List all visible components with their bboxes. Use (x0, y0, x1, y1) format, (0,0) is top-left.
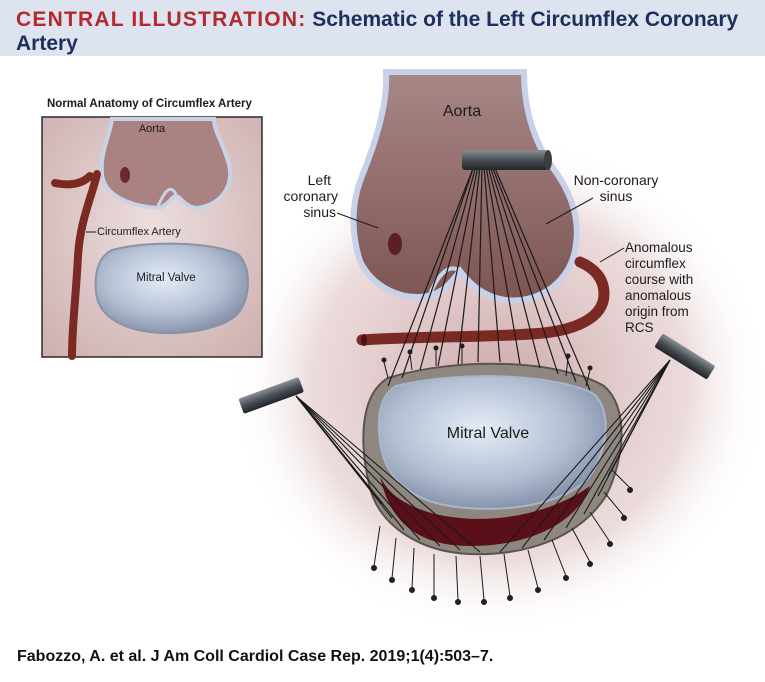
svg-text:Anomalous: Anomalous (625, 240, 693, 255)
suture-needles (371, 343, 633, 605)
aorta-body (350, 69, 580, 304)
left-coronary-ostium (388, 233, 402, 255)
top-retractor (462, 150, 552, 170)
header-text: CENTRAL ILLUSTRATION: Schematic of the L… (16, 8, 756, 56)
illustration-label: CENTRAL ILLUSTRATION: (16, 8, 307, 31)
schematic-figure: Normal Anatomy of Circumflex Artery Aort… (41, 69, 765, 636)
citation: Fabozzo, A. et al. J Am Coll Cardiol Cas… (17, 648, 494, 665)
normal-anatomy-inset: Normal Anatomy of Circumflex Artery Aort… (41, 98, 263, 360)
main-aorta: Aorta (350, 69, 580, 304)
inset-mitral-label: Mitral Valve (136, 272, 195, 284)
svg-text:RCS: RCS (625, 320, 654, 335)
svg-text:course with: course with (625, 272, 693, 287)
svg-text:coronary: coronary (284, 188, 338, 204)
svg-text:sinus: sinus (600, 188, 633, 204)
right-retractor (655, 334, 715, 379)
inset-title: Normal Anatomy of Circumflex Artery (47, 98, 253, 110)
illustration-title: Schematic of the Left Circumflex Coronar… (16, 8, 739, 55)
anterior-leaflet (377, 375, 607, 510)
main-mitral-label: Mitral Valve (447, 425, 529, 442)
anomalous-circumflex-artery (356, 256, 610, 346)
top-retractor-sutures (387, 165, 591, 391)
anomalous-course-label: Anomalous circumflex course with anomalo… (625, 240, 693, 335)
left-retractor (238, 377, 304, 414)
illustration-header: CENTRAL ILLUSTRATION: Schematic of the L… (0, 0, 765, 56)
inset-circumflex-artery (51, 170, 101, 360)
left-coronary-sinus-label: Left coronary sinus (284, 172, 338, 220)
svg-text:origin from: origin from (625, 304, 689, 319)
left-retractor-sutures (295, 395, 481, 553)
inset-circumflex-label: Circumflex Artery (97, 226, 181, 238)
right-retractor-sutures (499, 359, 671, 553)
inset-aorta (99, 117, 232, 211)
main-mitral-annulus: Mitral Valve (362, 362, 623, 556)
svg-text:anomalous: anomalous (625, 288, 691, 303)
svg-text:Left: Left (308, 172, 331, 188)
inset-mitral-valve (94, 242, 249, 335)
svg-text:circumflex: circumflex (625, 256, 686, 271)
main-aorta-label: Aorta (443, 103, 481, 120)
svg-text:Non-coronary: Non-coronary (574, 172, 659, 188)
inset-aorta-label: Aorta (139, 123, 166, 135)
svg-text:sinus: sinus (303, 204, 336, 220)
non-coronary-sinus-label: Non-coronary sinus (574, 172, 659, 204)
inset-coronary-ostium (120, 167, 130, 183)
